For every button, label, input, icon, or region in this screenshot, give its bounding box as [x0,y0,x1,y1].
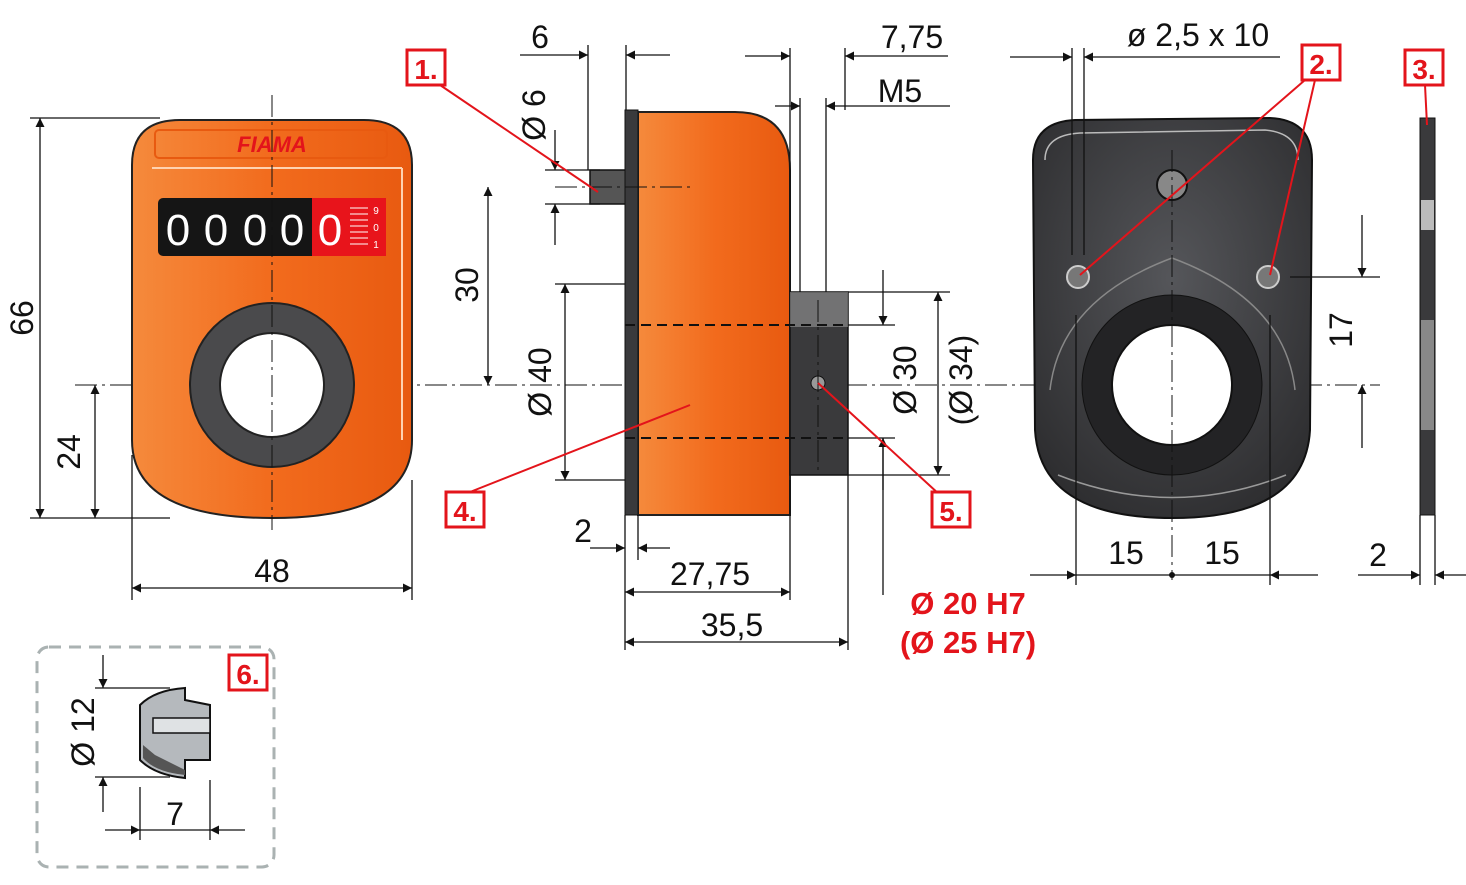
dim-body-depth: 27,75 [670,556,750,592]
dim-hub-diameter: Ø 30 [887,345,923,414]
callout-1: 1. [414,54,437,85]
dim-flange: 2 [574,513,592,549]
front-view: FIAMA 0 0 0 0 0 9 0 1 66 24 48 [4,95,413,600]
dim-pin-offset: 30 [449,267,485,303]
back-view: ø 2,5 x 10 17 15 15 [1010,17,1380,585]
bore-tolerance: Ø 20 H7 [910,586,1025,621]
counter-digit: 0 [280,206,304,255]
flange [624,109,639,516]
plate [1419,117,1436,516]
dim-left: 15 [1108,535,1144,571]
counter-digit: 0 [318,206,342,255]
dim-screw-thread: M5 [878,73,922,109]
dim-total-depth: 35,5 [701,607,763,643]
dim-pin-diameter: Ø 6 [516,89,552,141]
plate-side-view: 2 [1358,117,1466,585]
dim-plate-thickness: 2 [1369,537,1387,573]
inset-grub-screw: Ø 12 7 [35,645,276,869]
dim-hub-diameter-alt: (Ø 34) [943,335,979,426]
dim-holes: ø 2,5 x 10 [1127,17,1269,53]
bore-tolerance-alt: (Ø 25 H7) [900,625,1036,660]
callout-5: 5. [939,496,962,527]
callout-6: 6. [236,659,259,690]
dim-center-height: 24 [51,434,87,470]
counter-body-side [637,111,791,516]
scale-mark: 0 [373,223,379,234]
callouts: 1. 2. 3. 4. 5. 6. [227,43,1445,692]
dim-height: 66 [4,300,40,336]
dim-right: 15 [1204,535,1240,571]
counter-digit: 0 [166,206,190,255]
dim-body-diameter: Ø 40 [522,347,558,416]
mounting-hole-right [1256,265,1280,289]
dim-screw-offset: 7,75 [881,19,943,55]
side-view: 6 Ø 6 30 Ø 40 2 27,75 35,5 7,75 M5 Ø 30 … [449,19,1036,660]
dim-screw-diameter: Ø 12 [65,697,101,766]
callout-3: 3. [1412,54,1435,85]
dim-width: 48 [254,553,290,589]
counter-digit: 0 [243,206,267,255]
callout-4: 4. [453,496,476,527]
dim-pin-length: 6 [531,19,549,55]
dim-screw-length: 7 [166,796,184,832]
scale-mark: 9 [373,206,379,217]
counter-digit: 0 [204,206,228,255]
callout-2: 2. [1309,49,1332,80]
scale-mark: 1 [373,240,379,251]
dim-hole-height: 17 [1323,312,1359,348]
